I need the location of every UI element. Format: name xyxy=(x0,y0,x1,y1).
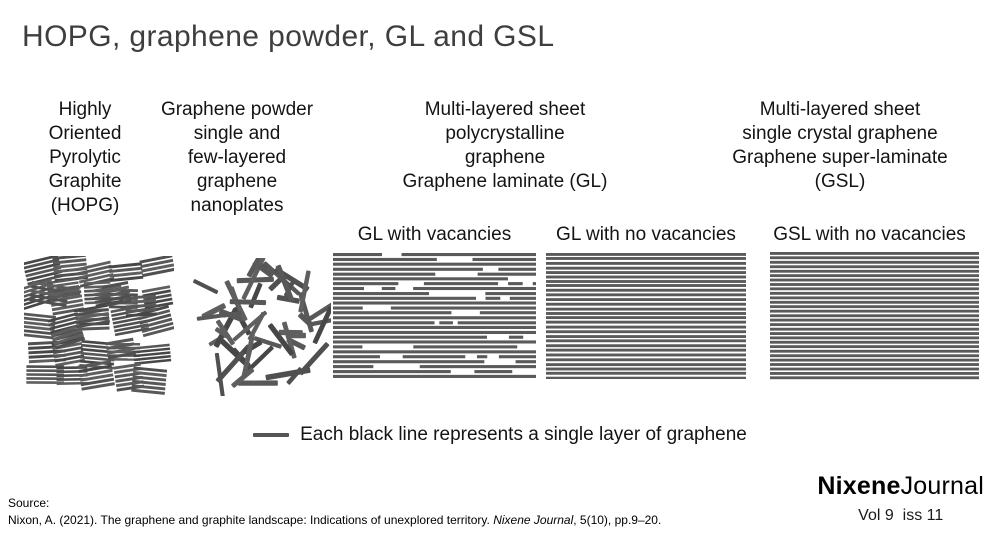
gl-no-vacancies-graphic xyxy=(546,253,746,379)
page-title: HOPG, graphene powder, GL and GSL xyxy=(22,20,555,53)
journal-logo-block: NixeneJournal Vol 9 iss 11 xyxy=(817,472,984,525)
citation-prefix: Nixon, A. (2021). The graphene and graph… xyxy=(8,512,494,527)
gl-with-vacancies-graphic xyxy=(333,253,536,378)
legend: Each black line represents a single laye… xyxy=(0,424,1000,446)
legend-line-icon xyxy=(253,433,290,437)
nixene-journal-logo: NixeneJournal xyxy=(817,472,984,501)
graphene-powder-graphic xyxy=(192,258,331,396)
hopg-graphic xyxy=(24,256,174,395)
panel-label-gsl-no-vacancies: GSL with no vacancies xyxy=(773,224,966,245)
logo-regular-part: Journal xyxy=(900,472,984,500)
column-header-graphene-powder: Graphene powder single and few-layered g… xyxy=(160,99,314,216)
source-label: Source: xyxy=(8,496,50,510)
citation-suffix: , 5(10), pp.9–20. xyxy=(573,512,662,527)
source-citation: Source: Nixon, A. (2021). The graphene a… xyxy=(8,495,661,529)
column-header-graphene-super-laminate: Multi-layered sheet single crystal graph… xyxy=(732,99,948,192)
gsl-no-vacancies-graphic xyxy=(770,252,979,380)
column-header-graphene-laminate: Multi-layered sheet polycrystalline grap… xyxy=(402,99,608,192)
panel-label-gl-vacancies: GL with vacancies xyxy=(357,224,512,245)
citation-line: Nixon, A. (2021). The graphene and graph… xyxy=(8,512,661,529)
logo-bold-part: Nixene xyxy=(817,472,901,500)
volume-issue-label: Vol 9 iss 11 xyxy=(858,507,944,524)
panel-label-gl-no-vacancies: GL with no vacancies xyxy=(556,224,736,245)
citation-journal-name: Nixene Journal xyxy=(493,512,574,527)
legend-text: Each black line represents a single laye… xyxy=(300,424,747,445)
column-header-hopg: Highly Oriented Pyrolytic Graphite (HOPG… xyxy=(48,99,122,216)
